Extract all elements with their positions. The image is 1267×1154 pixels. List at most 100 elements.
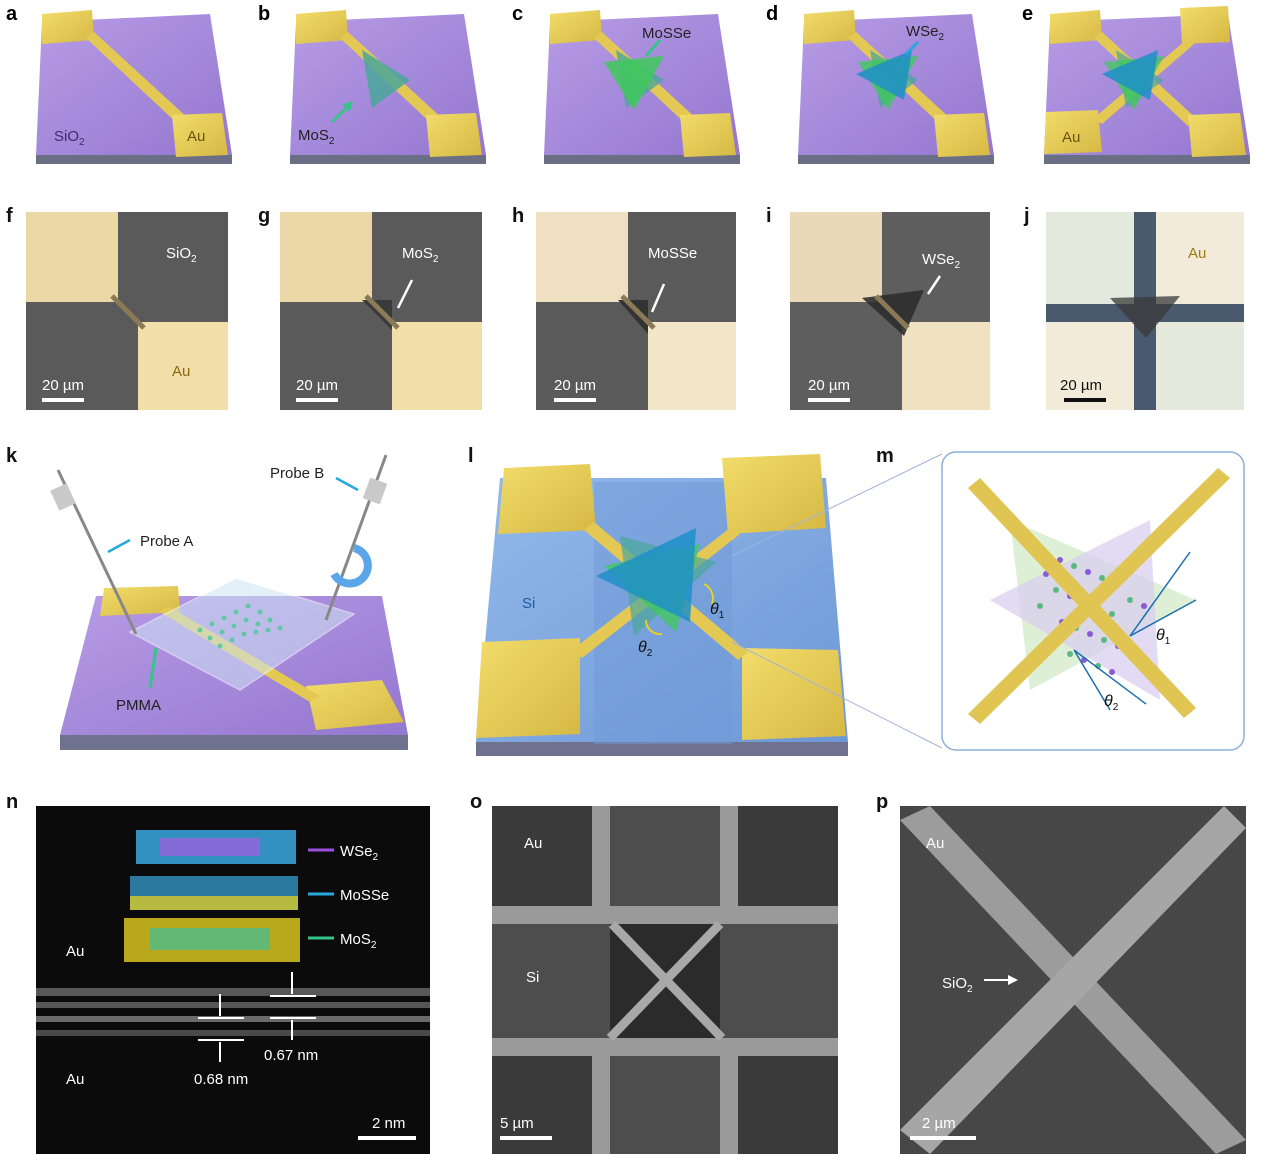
au-edge-right-bottom xyxy=(720,1038,738,1154)
electrode-bar-2 xyxy=(900,806,1246,1154)
pad-bottom-right xyxy=(648,322,736,410)
wse2-flake xyxy=(856,50,912,100)
electrode-bar-2 xyxy=(968,468,1230,724)
pad-bottom-right xyxy=(1188,113,1246,157)
pad-top-left xyxy=(536,212,628,302)
au-edge-top xyxy=(492,906,838,924)
label-mos2: MoS2 xyxy=(340,931,377,951)
pad-bottom-right xyxy=(172,113,228,157)
zoom-line-bottom xyxy=(731,641,943,749)
angle-line-2b xyxy=(1073,649,1111,711)
pad-top-left xyxy=(26,212,118,302)
label-mosse: MoSSe xyxy=(648,245,697,262)
panel-k: k Probe A Probe B PMMA xyxy=(6,445,408,750)
mos2-crystal-model xyxy=(124,918,300,962)
electrode-line xyxy=(86,32,190,126)
pad-top-right xyxy=(1180,6,1230,44)
panel-letter-b: b xyxy=(258,3,270,25)
pad-bottom-right xyxy=(680,113,736,157)
pad-bottom-right xyxy=(392,322,482,410)
pad-bottom-right xyxy=(738,1056,838,1154)
panel-letter-l: l xyxy=(468,445,474,467)
electrode-line xyxy=(364,294,400,330)
label-pmma: PMMA xyxy=(116,697,161,714)
pad-top-left xyxy=(1050,10,1102,44)
pad-bottom-left xyxy=(1044,110,1102,154)
panel-letter-e: e xyxy=(1022,3,1033,25)
pad-top-left xyxy=(804,10,856,44)
panel-m: m θ1 θ2 xyxy=(876,445,1245,751)
scale-label: 5 µm xyxy=(500,1115,534,1132)
pad-top-left xyxy=(790,212,882,302)
label-au: Au xyxy=(524,835,542,852)
panel-letter-c: c xyxy=(512,3,523,25)
scale-label: 20 µm xyxy=(296,377,338,394)
scale-bar xyxy=(296,398,338,402)
label-sio2: SiO2 xyxy=(166,245,197,265)
mosse-crystal-model xyxy=(130,876,298,910)
label-theta1: θ1 xyxy=(1156,627,1171,647)
scale-bar xyxy=(358,1136,416,1140)
panel-h: h MoSSe 20 µm xyxy=(512,205,736,410)
scale-bar xyxy=(554,398,596,402)
mos2-flake xyxy=(362,50,410,108)
label-mosse: MoSSe xyxy=(340,887,389,904)
label-si: Si xyxy=(526,969,539,986)
panel-e: e Au xyxy=(1022,3,1250,164)
scale-bar xyxy=(808,398,850,402)
mosse-flake xyxy=(604,56,664,110)
pad-bottom-right xyxy=(138,322,228,410)
scale-bar xyxy=(500,1136,552,1140)
tem-fringe-4 xyxy=(36,1030,430,1036)
label-au: Au xyxy=(1188,245,1206,262)
heterostructure-flake xyxy=(1110,296,1180,338)
label-probe-b: Probe B xyxy=(270,465,324,482)
pad-top-right xyxy=(738,806,838,906)
pad-top-right xyxy=(722,454,826,534)
label-au: Au xyxy=(187,128,205,145)
panel-d: d WSe2 xyxy=(766,3,994,164)
pad-top-left xyxy=(296,10,348,44)
label-sio2: SiO2 xyxy=(54,128,85,148)
panel-letter-h: h xyxy=(512,205,524,227)
scale-label: 2 nm xyxy=(372,1115,405,1132)
panel-j: j Au 20 µm xyxy=(1023,205,1244,410)
pad-top-left xyxy=(498,464,596,534)
scale-label: 20 µm xyxy=(42,377,84,394)
pad-bottom-left xyxy=(476,638,580,738)
tem-fringe-1 xyxy=(36,988,430,996)
zoom-line-top xyxy=(731,453,943,557)
lattice-dots xyxy=(197,603,283,649)
arrow-probe-a xyxy=(107,538,131,554)
label-mos2: MoS2 xyxy=(298,127,335,147)
arrow-mosse xyxy=(644,39,662,57)
angle-arc-2 xyxy=(644,619,663,636)
wse2-crystal-model xyxy=(136,830,296,864)
arrow-head xyxy=(342,102,352,112)
panel-c: c MoSSe xyxy=(512,3,740,164)
arrow-probe-b xyxy=(335,476,359,492)
label-mos2: MoS2 xyxy=(402,245,439,265)
spacing-marker-1 xyxy=(270,972,316,1040)
panel-letter-o: o xyxy=(470,791,482,813)
panel-g: g MoS2 20 µm xyxy=(258,205,482,410)
scale-bar xyxy=(42,398,84,402)
label-spacing-068: 0.68 nm xyxy=(194,1071,248,1088)
electrode-line xyxy=(110,294,146,330)
label-si: Si xyxy=(522,595,535,612)
label-wse2: WSe2 xyxy=(922,251,961,271)
angle-arc-1 xyxy=(703,583,715,605)
au-edge-right-top xyxy=(720,806,738,924)
electrode-bar-2 xyxy=(606,920,724,1042)
label-theta1: θ1 xyxy=(710,601,725,621)
wse2-flake xyxy=(1102,50,1158,100)
label-spacing-067: 0.67 nm xyxy=(264,1047,318,1064)
tem-fringe-2 xyxy=(36,1002,430,1008)
pad-top-left xyxy=(492,806,592,906)
substrate-side xyxy=(544,155,740,164)
pointer-line xyxy=(650,283,666,313)
panel-letter-f: f xyxy=(6,205,13,227)
panel-letter-m: m xyxy=(876,445,894,467)
probe-b-holder xyxy=(362,477,388,505)
